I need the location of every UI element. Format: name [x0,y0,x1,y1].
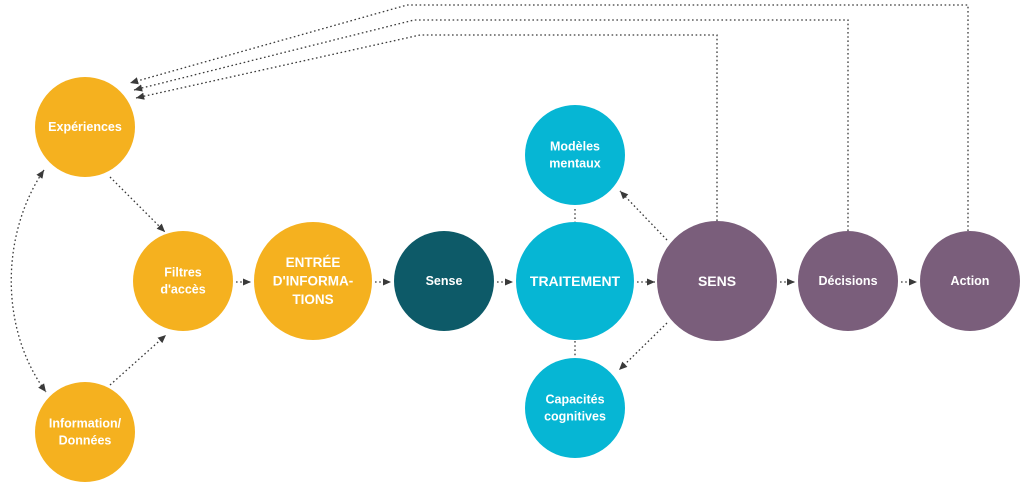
node-decisions-circle [798,231,898,331]
node-action-label-0: Action [951,274,990,288]
node-decisions: Décisions [798,231,898,331]
node-modeles: Modèles mentaux [525,105,625,205]
connector-experiences-information [10,169,47,393]
node-traitement-circle [516,222,634,340]
node-action: Action [920,231,1020,331]
node-entree-label-0: ENTRÉE [286,255,341,270]
node-sens-circle [657,221,777,341]
node-entree-circle [254,222,372,340]
connector-sens-to-modeles [619,190,668,241]
connector-sens-to-capacites [618,322,668,371]
node-information-label-0: Information/ [49,416,122,430]
node-capacites: Capacités cognitives [525,358,625,458]
node-sens: SENS [657,221,777,341]
node-entree-label-1: D'INFORMA- [273,274,353,289]
node-capacites-label-1: cognitives [544,410,606,424]
node-modeles-label-1: mentaux [549,157,600,171]
node-experiences-circle [35,77,135,177]
node-information-label-1: Données [59,434,112,448]
node-sense-circle [394,231,494,331]
node-capacites-label-0: Capacités [545,392,604,406]
connector-layer [10,4,969,393]
node-capacites-circle [525,358,625,458]
node-filtres: Filtres d'accès [133,231,233,331]
node-decisions-label-0: Décisions [818,274,877,288]
connector-sens-feedback-to-experiences [135,34,718,221]
node-sense-label-0: Sense [426,274,463,288]
node-sens-label-0: SENS [698,273,736,289]
node-entree-label-2: TIONS [292,292,333,307]
node-entree: ENTRÉE D'INFORMA- TIONS [254,222,372,340]
node-traitement-label-0: TRAITEMENT [530,273,621,289]
node-modeles-circle [525,105,625,205]
node-experiences-label-0: Expériences [48,120,122,134]
node-information-circle [35,382,135,482]
node-filtres-label-1: d'accès [160,283,205,297]
connector-decisions-feedback-to-experiences [133,19,849,231]
connector-experiences-to-filtres [109,176,166,233]
node-filtres-circle [133,231,233,331]
node-action-circle [920,231,1020,331]
node-filtres-label-0: Filtres [164,265,202,279]
node-modeles-label-0: Modèles [550,139,600,153]
connector-information-to-filtres [109,334,167,386]
node-information: Information/Données [35,382,135,482]
node-experiences: Expériences [35,77,135,177]
node-traitement: TRAITEMENT [516,222,634,340]
node-sense: Sense [394,231,494,331]
